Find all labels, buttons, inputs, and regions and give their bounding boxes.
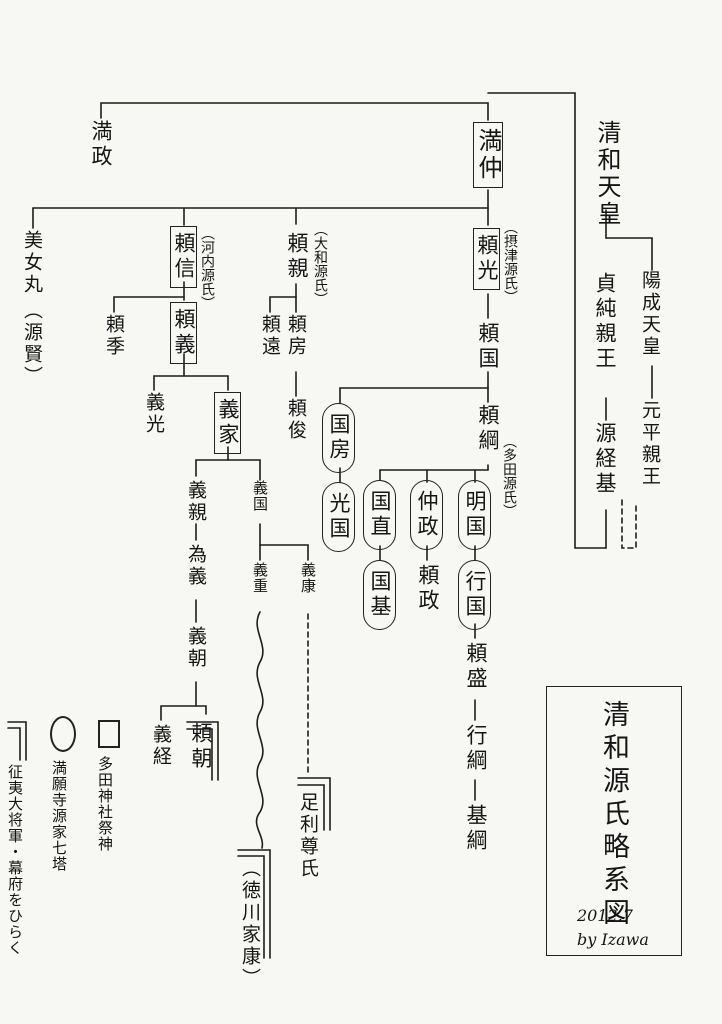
node-takauji: 足利尊氏 — [297, 792, 319, 880]
node-yoshikuni: 義国 — [251, 480, 269, 512]
node-yoshitomo: 義朝 — [185, 626, 207, 670]
node-yoshiyasu: 義康 — [299, 562, 317, 594]
node-kunifusa: 国房 — [322, 403, 355, 473]
node-yoshishige: 義重 — [251, 562, 269, 594]
node-nakamasa: 仲政 — [410, 480, 443, 550]
node-tsunemoto: 源経基 — [593, 422, 617, 497]
node-yoshimitsu: 義光 — [143, 392, 165, 436]
node-yorituna-note: （多田源氏） — [501, 434, 517, 518]
node-yozei: 陽成天皇 — [639, 270, 661, 358]
yorichika-note-text: 大和源氏 — [312, 236, 328, 292]
node-mototsuna: 基綱 — [464, 804, 488, 854]
node-yorichika: 頼親 — [285, 232, 309, 282]
node-yoshiie: 義家 — [214, 392, 241, 454]
node-yorikuni: 頼国 — [476, 322, 500, 372]
node-yorimasa: 頼政 — [416, 564, 440, 614]
legend-bracket-label: 征夷大将軍・幕府をひらく — [6, 764, 24, 956]
node-kuninao: 国直 — [363, 480, 396, 550]
node-yorifusa: 頼房 — [285, 314, 307, 358]
node-yorimori: 頼盛 — [464, 642, 488, 692]
node-yoshitsune: 義経 — [150, 724, 172, 768]
node-yukikuni: 行国 — [458, 560, 491, 630]
yorinobu-note-text: 河内源氏 — [199, 240, 215, 296]
legend-oval-symbol — [50, 716, 76, 752]
title-box — [546, 686, 682, 956]
node-yorituna: 頼綱 — [476, 404, 500, 454]
node-mitsunaka: 満仲 — [473, 122, 503, 188]
node-yoshichika: 義親 — [185, 480, 207, 524]
node-ieyasu: （徳川家康） — [239, 858, 261, 990]
node-yorichika-note: （大和源氏） — [312, 222, 328, 306]
node-yoritoshi: 頼俊 — [285, 398, 307, 442]
node-yorimitsu-note: （摂津源氏） — [502, 220, 518, 304]
author-label: by Izawa — [577, 930, 649, 949]
ieyasu-text: 徳川家康 — [239, 880, 261, 968]
yorituna-note-text: 多田源氏 — [501, 448, 517, 504]
node-akikuni: 明国 — [458, 480, 491, 550]
yorimitsu-note-text: 摂津源氏 — [502, 234, 518, 290]
node-bijomaru-note: （源賢） — [21, 300, 43, 388]
node-yorisue: 頼季 — [103, 314, 125, 358]
node-seiwa: 清和天皇 — [593, 120, 621, 228]
legend-box-label: 多田神社祭神 — [96, 756, 114, 852]
date-label: 2012.7 — [577, 906, 633, 925]
bijomaru-note-text: 源賢 — [21, 322, 43, 366]
node-motohira: 元平親王 — [639, 400, 661, 488]
node-yorinobu-note: （河内源氏） — [199, 226, 215, 310]
node-yorinobu: 頼信 — [170, 226, 197, 288]
node-yoritoo: 頼遠 — [259, 314, 281, 358]
node-tameyoshi: 為義 — [185, 544, 207, 588]
node-bijomaru: 美女丸 — [21, 230, 43, 296]
chart-title: 清和源氏略系図 — [598, 700, 629, 931]
node-mitsukuni: 光国 — [322, 482, 355, 552]
node-yoritomo: 頼朝 — [189, 722, 213, 772]
node-kunimoto: 国基 — [363, 560, 396, 630]
node-mitsumasa: 満政 — [89, 120, 113, 170]
legend-oval-label: 満願寺源家七塔 — [50, 760, 68, 872]
node-yoriyoshi: 頼義 — [170, 302, 197, 364]
node-yukitsuna: 行綱 — [464, 724, 488, 774]
legend-box-symbol — [98, 720, 120, 748]
node-yorimitsu: 頼光 — [473, 228, 500, 290]
node-sadazumi: 貞純親王 — [593, 272, 617, 372]
